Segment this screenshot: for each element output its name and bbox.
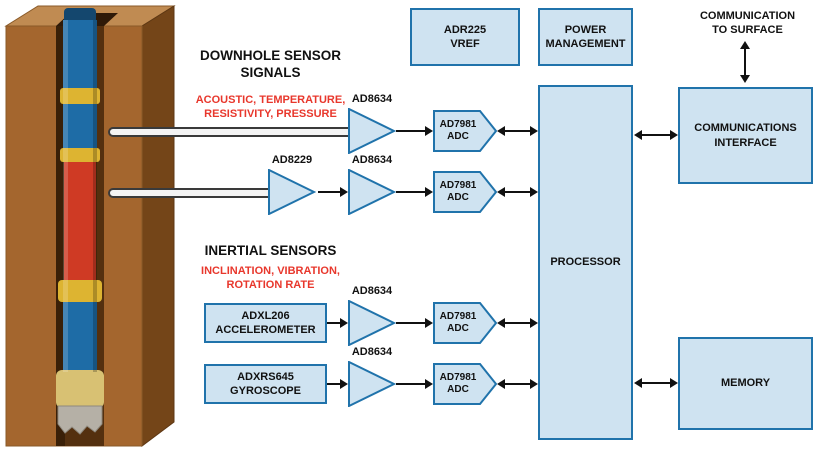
- inertial-sensors-title: INERTIAL SENSORS: [204, 243, 337, 258]
- gyroscope-block: ADXRS645 GYROSCOPE: [204, 364, 327, 404]
- adc-block-3: AD7981 ADC: [433, 302, 498, 344]
- arrow-adc2-processor: [497, 187, 538, 197]
- opamp-triangle-3: [348, 168, 397, 220]
- drill-string-illustration: [0, 0, 178, 450]
- arrow-amp4-adc3: [396, 318, 433, 328]
- arrow-adc1-processor: [497, 126, 538, 136]
- communications-interface-block: COMMUNICATIONS INTERFACE: [678, 87, 813, 184]
- downhole-signal-types-label: ACOUSTIC, TEMPERATURE, RESISTIVITY, PRES…: [195, 94, 346, 120]
- arrow-gyro-amp5: [327, 379, 348, 389]
- communication-to-surface-label: COMMUNICATION TO SURFACE: [699, 10, 796, 36]
- adc-block-2: AD7981 ADC: [433, 171, 498, 213]
- arrow-comms-surface: [740, 41, 750, 83]
- inertial-signal-types-label: INCLINATION, VIBRATION, ROTATION RATE: [201, 265, 340, 291]
- arrow-processor-memory: [634, 378, 678, 388]
- arrow-amp5-adc4: [396, 379, 433, 389]
- arrow-accel-amp4: [327, 318, 348, 328]
- sensor-wire-2: [108, 188, 274, 198]
- opamp-triangle-2: [268, 168, 317, 220]
- opamp-triangle-5: [348, 360, 397, 412]
- adc-block-1: AD7981 ADC: [433, 110, 498, 152]
- opamp-label-5: AD8634: [351, 346, 393, 358]
- drill-string-graphic: [4, 5, 176, 447]
- opamp-label-4: AD8634: [351, 285, 393, 297]
- opamp-triangle-4: [348, 299, 397, 351]
- adc-label-4: AD7981 ADC: [439, 372, 477, 395]
- sensor-wire-1: [108, 127, 354, 137]
- accelerometer-block: ADXL206 ACCELEROMETER: [204, 303, 327, 343]
- opamp-triangle-1: [348, 107, 397, 159]
- adc-label-3: AD7981 ADC: [439, 311, 477, 334]
- adc-label-2: AD7981 ADC: [439, 180, 477, 203]
- adc-label-1: AD7981 ADC: [439, 119, 477, 142]
- vref-block: ADR225 VREF: [410, 8, 520, 66]
- arrow-amp1-adc1: [396, 126, 433, 136]
- arrow-processor-comms: [634, 130, 678, 140]
- adc-block-4: AD7981 ADC: [433, 363, 498, 405]
- power-management-block: POWER MANAGEMENT: [538, 8, 633, 66]
- arrow-amp3-adc2: [396, 187, 433, 197]
- arrow-adc4-processor: [497, 379, 538, 389]
- opamp-label-2: AD8229: [271, 154, 313, 166]
- downhole-sensor-signals-title: DOWNHOLE SENSOR SIGNALS: [199, 48, 341, 80]
- processor-block: PROCESSOR: [538, 85, 633, 440]
- arrow-adc3-processor: [497, 318, 538, 328]
- opamp-label-3: AD8634: [351, 154, 393, 166]
- opamp-label-1: AD8634: [351, 93, 393, 105]
- arrow-amp2-amp3: [318, 187, 348, 197]
- memory-block: MEMORY: [678, 337, 813, 430]
